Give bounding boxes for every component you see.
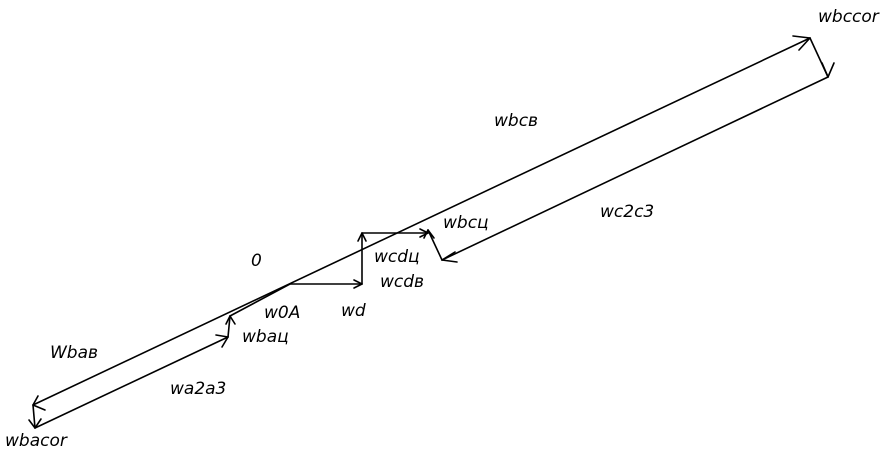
label-wcdb: wcdв — [380, 272, 424, 292]
arrowhead-wcdb — [419, 228, 429, 238]
vector-wbac — [225, 315, 236, 338]
label-wbcb: wbcв — [494, 111, 538, 131]
label-wbacor: wbacor — [5, 431, 68, 451]
vector-wbcc — [423, 229, 443, 261]
label-w0A: w0A — [264, 303, 300, 323]
vector-wbccor — [809, 37, 835, 78]
vector-line-wc2c3 — [441, 76, 829, 263]
label-wbccor: wbccor — [818, 7, 880, 27]
label-wbcc: wbcц — [443, 213, 489, 233]
label-wd: wd — [341, 301, 366, 321]
vector-line-main — [32, 35, 811, 411]
vector-wd — [289, 279, 363, 289]
vector-wcdc — [357, 232, 367, 285]
label-wcdc: wcdц — [374, 247, 420, 267]
arrowhead-wbac-top — [225, 315, 236, 325]
arrowhead-wbccor — [821, 62, 835, 78]
vector-wcdb — [361, 228, 429, 238]
label-wa2a3: wa2a3 — [170, 379, 226, 399]
arrowhead-wbacor — [28, 418, 42, 429]
vector-w0A — [229, 283, 291, 317]
label-wc2c3: wc2c3 — [600, 202, 654, 222]
label-origin: 0 — [251, 251, 262, 271]
arrowhead-upper-right — [792, 35, 811, 51]
arrowhead-wbcc — [423, 229, 435, 239]
label-wbac: wbaц — [242, 327, 289, 347]
label-wbab: Wbaв — [50, 343, 98, 363]
vector-wbacor — [28, 404, 42, 429]
